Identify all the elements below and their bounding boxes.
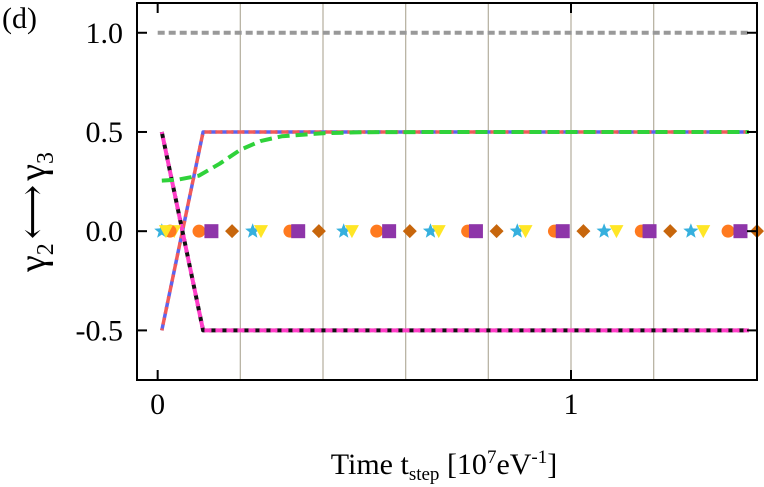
plot-frame [136,2,758,381]
circle-marker [370,224,384,238]
square-marker [291,224,306,239]
diamond-marker [489,224,504,239]
diamond-marker [663,224,678,239]
triangle-marker [609,225,624,239]
circle-marker [721,224,735,238]
series-line [161,130,749,183]
square-marker [555,224,570,239]
y-tick-label: 1.0 [86,17,124,50]
star-marker [336,223,352,238]
triangle-marker [431,225,446,239]
square-marker [204,224,219,239]
diamond-marker [576,224,591,239]
circle-marker [192,224,206,238]
x-axis-label-middle: [10 [439,448,487,481]
x-axis-label-unit: eV [496,448,531,481]
square-marker [382,224,397,239]
diamond-marker [311,224,326,239]
panel-label: (d) [2,2,37,35]
x-tick-label: 0 [150,388,165,421]
y-axis-label-right-sub: 3 [33,152,59,164]
y-axis-label-left-sub: 2 [33,243,59,255]
diamond-marker [225,224,240,239]
marker-series [154,223,764,239]
x-axis-label-subscript: step [409,464,440,485]
triangle-marker [344,225,359,239]
y-tick-label: 0.5 [86,116,124,149]
y-axis-label: γ2⟷γ3 [12,152,59,273]
x-tick-label: 1 [564,388,579,421]
y-axis-label-right: γ [12,164,54,182]
series-line [160,130,749,331]
x-axis-label-suffix: ] [547,448,557,481]
square-marker [468,224,483,239]
grid-lines [239,3,655,380]
star-marker [422,223,439,238]
triangle-marker [254,225,268,239]
series-lines [157,30,749,333]
square-marker [733,224,748,239]
y-axis-label-left: γ [12,255,54,273]
y-axis-label-arrow: ⟷ [12,185,54,239]
square-marker [642,224,657,239]
star-marker [683,223,699,238]
x-axis-label-exp2: -1 [531,447,547,468]
x-axis-label-prefix: Time t [331,448,410,481]
x-axis-label: Time tstep [107eV-1] [331,447,558,485]
y-tick-label: -0.5 [76,314,124,347]
star-marker [245,223,261,238]
triangle-marker [158,225,173,239]
triangle-marker [696,225,711,239]
star-marker [596,223,612,238]
diamond-marker [402,224,417,239]
triangle-marker [518,225,533,239]
x-axis-label-exp1: 7 [487,447,497,468]
axis-ticks: 1.0 0.5 0.0 -0.5 0 1 [76,3,757,421]
star-marker [509,223,525,238]
series-line [159,131,749,333]
y-tick-label: 0.0 [86,215,124,248]
